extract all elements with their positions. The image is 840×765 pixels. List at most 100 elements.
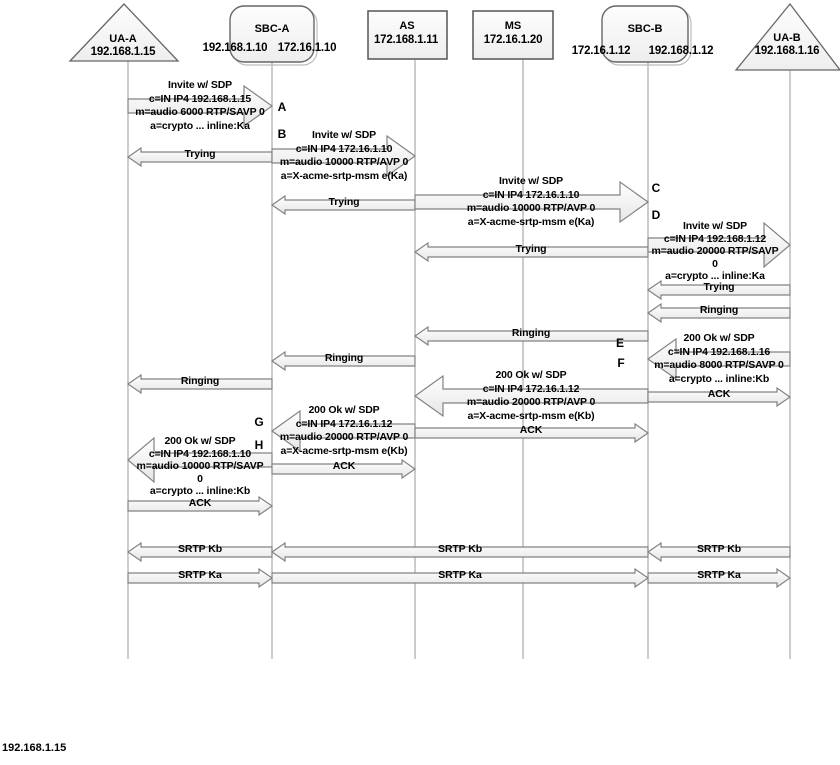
arrow-invite-sbcb-uab	[647, 221, 791, 269]
label-ack-uaa-sbca: ACK	[188, 497, 212, 509]
label-srtp-kb-left: SRTP Kb	[177, 543, 223, 555]
sdp-c-line: c=IN IP4 192.168.1.12	[663, 232, 767, 245]
sdp-m-line: m=audio 8000 RTP/SAVP 0	[654, 359, 784, 371]
sdp-c-line: c=IN IP4 192.168.1.16	[667, 345, 771, 358]
arrow-ok-sbcb-as	[413, 374, 649, 418]
sdp-m-line: m=audio 10000 RTP/SAVP	[136, 460, 264, 472]
sbc-a-label: SBC-A	[254, 23, 290, 35]
sdp-m-line-wrap: 0	[197, 472, 203, 485]
message-title: Invite w/ SDP	[168, 79, 232, 91]
message-invite-sbca-to-as: Invite w/ SDP c=IN IP4 172.16.1.10 m=aud…	[259, 129, 429, 183]
sdp-a-line: a=X-acme-srtp-msm e(Ka)	[467, 215, 595, 228]
label-srtp-ka-right: SRTP Ka	[697, 569, 741, 581]
label-ringing-as-sbca: Ringing	[324, 352, 364, 364]
arrow-trying-uab-sbcb	[646, 279, 791, 301]
message-title: Invite w/ SDP	[683, 220, 747, 232]
arrow-trying-as-sbca	[270, 194, 416, 216]
arrow-ok-uab-sbcb	[646, 337, 791, 381]
sdp-a-line: a=X-acme-srtp-msm e(Ka)	[280, 169, 408, 182]
message-200ok-uab-to-sbcb: 200 Ok w/ SDP c=IN IP4 192.168.1.16 m=au…	[639, 332, 799, 386]
sbc-b-box	[601, 5, 689, 63]
sdp-m-line: m=audio 6000 RTP/SAVP 0	[135, 106, 265, 118]
sdp-c-line: c=IN IP4 192.168.1.10	[148, 447, 252, 460]
label-ack-sbcb-uab: ACK	[707, 388, 731, 400]
sdp-m-line-wrap: 0	[712, 257, 718, 270]
sdp-a-line: a=X-acme-srtp-msm e(Kb)	[280, 444, 408, 457]
step-h: H	[254, 438, 264, 452]
arrow-invite-sbca-as	[271, 134, 417, 178]
ua-b-ip: 192.168.1.16	[754, 45, 820, 57]
label-ringing-sbca-uaa: Ringing	[180, 375, 220, 387]
sbc-b-ip-right: 192.168.1.12	[648, 45, 714, 57]
sdp-a-line: a=crypto ... inline:Kb	[149, 485, 251, 497]
arrow-ok-as-sbca	[270, 409, 416, 453]
sdp-c-line: c=IN IP4 172.16.1.10	[295, 142, 393, 155]
label-srtp-ka-left: SRTP Ka	[178, 569, 222, 581]
arrow-ringing-as-sbca	[270, 350, 416, 372]
step-e: E	[615, 336, 624, 350]
as-ip: 172.168.1.11	[373, 34, 439, 46]
step-a: A	[277, 100, 287, 114]
label-srtp-kb-right: SRTP Kb	[696, 543, 742, 555]
message-invite-uaa-to-sbca: Invite w/ SDP c=IN IP4 192.168.1.15 m=au…	[115, 79, 285, 133]
ua-b-triangle	[734, 2, 840, 71]
label-ack-as-sbcb: ACK	[519, 424, 543, 436]
sdp-c-line: c=IN IP4 172.16.1.12	[295, 417, 393, 430]
sdp-m-line: m=audio 20000 RTP/AVP 0	[466, 396, 596, 408]
step-d: D	[651, 208, 661, 222]
sdp-m-line: m=audio 10000 RTP/AVP 0	[279, 156, 409, 168]
sdp-m-line: m=audio 20000 RTP/SAVP	[651, 245, 779, 257]
label-trying-uab-sbcb: Trying	[703, 281, 735, 293]
message-invite-sbcb-to-uab: Invite w/ SDP c=IN IP4 192.168.1.12 m=au…	[640, 220, 790, 283]
label-ringing-uab-sbcb: Ringing	[699, 304, 739, 316]
arrow-srtp-kb-sbcb-sbca	[270, 541, 649, 563]
arrow-ringing-uab-sbcb	[646, 302, 791, 324]
sdp-m-line: m=audio 10000 RTP/AVP 0	[466, 202, 596, 214]
step-b: B	[277, 127, 287, 141]
arrow-trying-sbcb-as	[413, 241, 649, 263]
sdp-a-line: a=crypto ... inline:Ka	[150, 119, 250, 132]
sdp-m-line: m=audio 20000 RTP/AVP 0	[279, 431, 409, 443]
arrow-srtp-ka-sbca-sbcb	[271, 567, 650, 589]
footer-ip-note: 192.168.1.15	[2, 742, 67, 754]
arrow-srtp-ka-uaa-sbca	[127, 567, 274, 589]
message-title: 200 Ok w/ SDP	[495, 369, 567, 381]
sbc-a-box	[229, 5, 315, 63]
ua-b-label: UA-B	[773, 32, 801, 44]
ua-a-triangle	[68, 3, 180, 62]
label-trying-sbca-uaa: Trying	[184, 148, 216, 160]
arrow-ack-uaa-sbca	[127, 495, 274, 517]
arrow-ack-sbca-as	[271, 458, 417, 480]
ms-box	[472, 10, 554, 60]
arrow-srtp-kb-uab-sbcb	[646, 541, 791, 563]
sdp-a-line: a=crypto ... inline:Ka	[665, 270, 765, 282]
arrow-srtp-kb-sbca-uaa	[126, 541, 273, 563]
label-trying-as-sbca: Trying	[328, 196, 360, 208]
label-ringing-sbcb-as: Ringing	[511, 327, 551, 339]
label-srtp-kb-middle: SRTP Kb	[437, 543, 483, 555]
message-title: Invite w/ SDP	[312, 129, 376, 141]
message-200ok-sbcb-to-as: 200 Ok w/ SDP c=IN IP4 172.16.1.12 m=aud…	[441, 369, 621, 423]
sdp-a-line: a=X-acme-srtp-msm e(Kb)	[467, 409, 595, 422]
ms-ip: 172.16.1.20	[483, 34, 543, 46]
message-invite-as-to-sbcb: Invite w/ SDP c=IN IP4 172.16.1.10 m=aud…	[441, 175, 621, 229]
ua-a-ip: 192.168.1.15	[90, 46, 156, 58]
arrow-srtp-ka-sbcb-uab	[647, 567, 792, 589]
message-title: 200 Ok w/ SDP	[308, 404, 380, 416]
arrow-invite-uaa-sbca	[127, 84, 274, 128]
message-200ok-as-to-sbca: 200 Ok w/ SDP c=IN IP4 172.16.1.12 m=aud…	[254, 404, 434, 458]
message-arrows	[126, 84, 792, 589]
arrow-ok-sbca-uaa	[127, 436, 273, 484]
sbc-b-label: SBC-B	[627, 23, 663, 35]
ms-label: MS	[504, 20, 522, 32]
ua-a-label: UA-A	[109, 33, 137, 45]
sbc-a-ip-right: 172.16.1.10	[277, 42, 337, 54]
arrow-ack-as-sbcb	[414, 422, 650, 444]
arrow-ack-sbcb-uab	[647, 386, 792, 408]
message-title: Invite w/ SDP	[499, 175, 563, 187]
message-title: 200 Ok w/ SDP	[683, 332, 755, 344]
label-trying-sbcb-as: Trying	[515, 243, 547, 255]
step-g: G	[254, 415, 264, 429]
